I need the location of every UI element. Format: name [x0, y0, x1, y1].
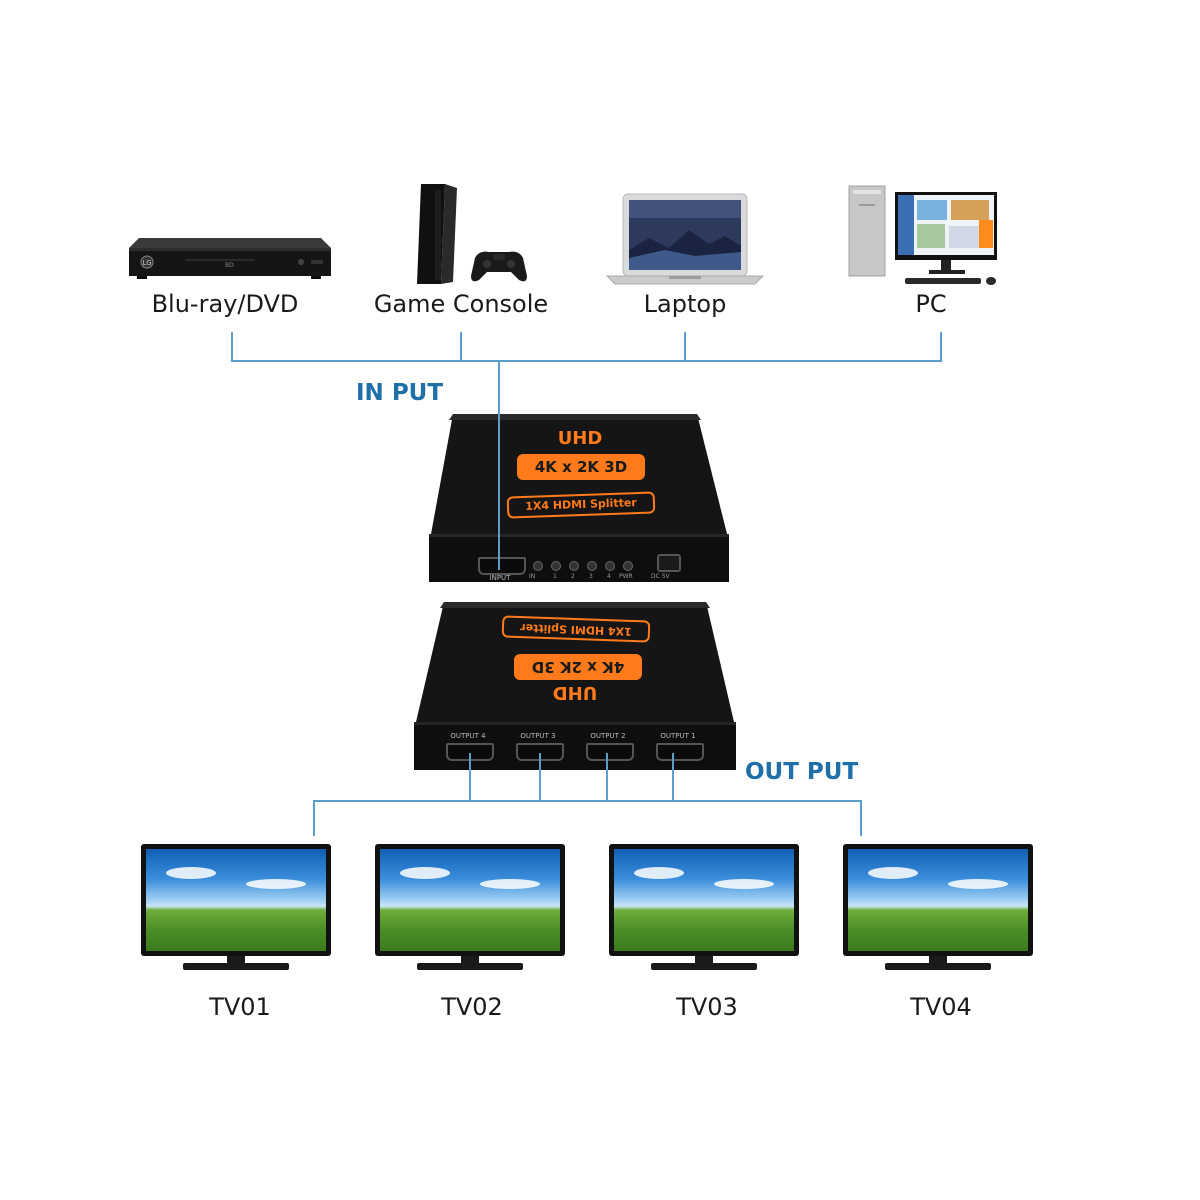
bluray-player-icon: LG BD	[129, 238, 331, 279]
splitter-uhd-text: UHD	[557, 428, 603, 449]
output-line-tv04	[860, 800, 862, 836]
output-1-hdmi-port[interactable]	[656, 743, 704, 761]
output-drop-line-1	[672, 753, 674, 801]
source-label-pc: PC	[915, 290, 947, 318]
desktop-pc-icon	[848, 185, 997, 285]
led-4	[605, 561, 615, 571]
input-section-label: IN PUT	[356, 380, 444, 406]
led-in	[533, 561, 543, 571]
splitter-rear-view: 1X4 HDMI Splitter 4K x 2K 3D UHD OUTPUT …	[410, 598, 740, 773]
tv04-icon	[843, 844, 1033, 974]
output-drop-line-3	[539, 753, 541, 801]
input-line-game-console	[460, 332, 462, 362]
output-2-hdmi-port[interactable]	[586, 743, 634, 761]
led-label-2: 2	[571, 573, 575, 580]
tv02-icon	[375, 844, 565, 974]
game-console-icon	[417, 184, 527, 284]
rear-uhd-text: UHD	[552, 682, 598, 703]
tv01-label: TV01	[209, 993, 271, 1021]
led-2	[569, 561, 579, 571]
input-bus-line	[231, 360, 942, 362]
tv02-label: TV02	[441, 993, 503, 1021]
led-3	[587, 561, 597, 571]
led-label-4: 4	[607, 573, 611, 580]
tv03-label: TV03	[676, 993, 738, 1021]
output-line-tv01	[313, 800, 315, 836]
input-drop-line	[498, 360, 500, 570]
led-label-3: 3	[589, 573, 593, 580]
source-label-laptop: Laptop	[643, 290, 727, 318]
input-hdmi-port[interactable]	[478, 557, 526, 575]
output-section-label: OUT PUT	[745, 759, 859, 785]
laptop-icon	[605, 193, 765, 285]
led-pwr	[623, 561, 633, 571]
output-drop-line-4	[469, 753, 471, 801]
source-label-game-console: Game Console	[373, 290, 549, 318]
tv01-icon	[141, 844, 331, 974]
input-line-laptop	[684, 332, 686, 362]
dc-power-jack[interactable]	[657, 554, 681, 572]
tv04-label: TV04	[910, 993, 972, 1021]
input-line-pc	[940, 332, 942, 362]
svg-text:BD: BD	[225, 262, 234, 269]
output-3-label: OUTPUT 3	[520, 732, 556, 740]
svg-text:LG: LG	[142, 259, 151, 267]
output-4-label: OUTPUT 4	[450, 732, 486, 740]
input-line-bluray	[231, 332, 233, 362]
led-label-pwr: PWR	[619, 573, 633, 580]
input-port-label: INPUT	[489, 574, 511, 582]
splitter-front-view: UHD 4K x 2K 3D 1X4 HDMI Splitter INPUT I…	[425, 410, 735, 585]
source-label-bluray: Blu-ray/DVD	[151, 290, 299, 318]
tv03-icon	[609, 844, 799, 974]
splitter-4k-badge: 4K x 2K 3D	[517, 454, 645, 480]
output-drop-line-2	[606, 753, 608, 801]
led-label-1: 1	[553, 573, 557, 580]
dc-label: DC 5V	[651, 573, 670, 580]
rear-4k-badge: 4K x 2K 3D	[514, 654, 642, 680]
output-2-label: OUTPUT 2	[590, 732, 626, 740]
led-label-in: IN	[529, 573, 536, 580]
led-1	[551, 561, 561, 571]
output-bus-line	[313, 800, 862, 802]
output-1-label: OUTPUT 1	[660, 732, 696, 740]
